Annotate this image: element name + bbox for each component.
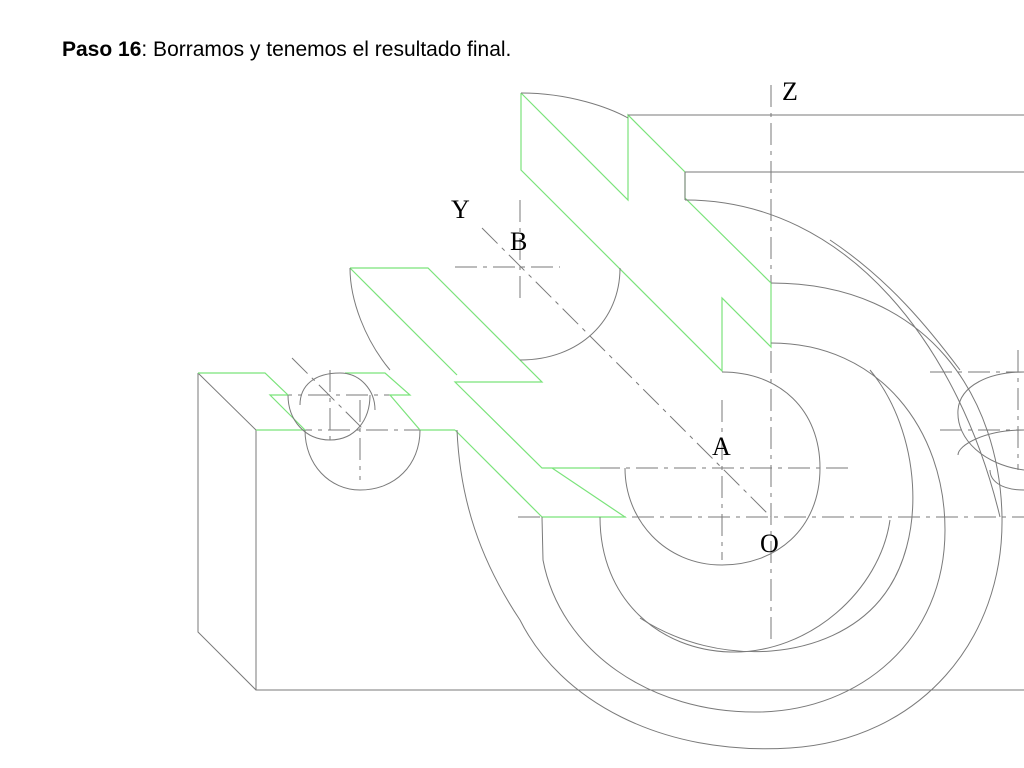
base-top-left-edge: [197, 372, 257, 431]
right-hole: [957, 371, 1024, 491]
left-hole: [287, 372, 421, 491]
upper-arc-top: [520, 92, 629, 119]
base-left-face: [197, 373, 257, 691]
left-hole-arc-2: [304, 429, 421, 491]
large-arc-outer: [684, 199, 1001, 518]
boss-arc-3: [639, 369, 914, 653]
left-hole-center-diag: [291, 357, 363, 429]
upper-rib-outline: [520, 92, 772, 373]
rear-block: [628, 114, 1024, 200]
right-hole-arc-1: [957, 371, 1024, 471]
boss-arc-2: [541, 342, 946, 713]
base-block: [197, 372, 1024, 691]
y-axis-label: Y: [451, 195, 470, 224]
right-hole-arc-3: [989, 469, 1024, 491]
lower-rib-outline: [350, 267, 627, 518]
point-o-label: O: [760, 529, 779, 558]
point-a-label: A: [712, 432, 731, 461]
highlighted-edges: [198, 92, 772, 518]
rear-arc-right: [829, 239, 961, 371]
rib-ridge: [349, 267, 458, 376]
base-top-outline: [198, 372, 307, 431]
right-hole-arc-2: [957, 429, 1024, 456]
small-arc-b: [519, 267, 621, 361]
left-hole-arc-1: [287, 394, 371, 441]
left-hole-arc-3: [299, 372, 376, 411]
boss-arc-1: [456, 282, 1003, 750]
z-axis-label: Z: [782, 77, 798, 106]
y-axis-line: [481, 227, 772, 518]
center-lines: [270, 85, 1024, 640]
point-b-label: B: [510, 227, 527, 256]
point-labels: Z Y B A O: [451, 77, 798, 558]
slide-heading: Paso 16: Borramos y tenemos el resultado…: [62, 38, 511, 62]
rib-ridge-2: [454, 429, 543, 518]
step-description: : Borramos y tenemos el resultado final.: [141, 38, 512, 61]
cylinder-arcs: [349, 92, 1003, 750]
base-front-face: [255, 430, 1024, 691]
boss-arc-4: [599, 516, 891, 653]
step-number: Paso 16: [62, 38, 142, 61]
inner-bore-arc: [624, 371, 821, 566]
lower-rib-arc: [349, 267, 391, 371]
base-top-slot: [345, 372, 455, 431]
